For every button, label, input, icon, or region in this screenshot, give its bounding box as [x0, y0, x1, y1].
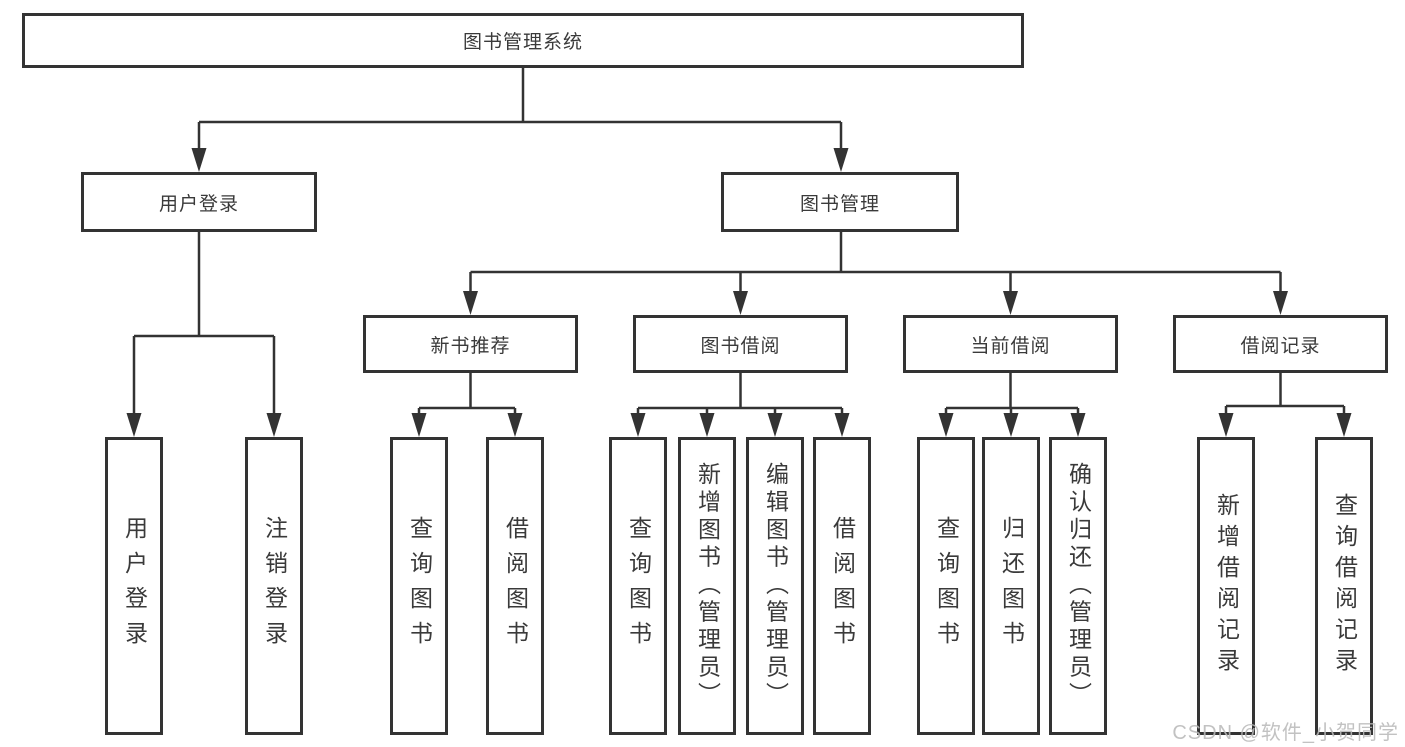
- leaf-query-books-recommend: 查询图书: [390, 437, 448, 735]
- leaf-logout: 注销登录: [245, 437, 303, 735]
- node-new-book-recommend: 新书推荐: [363, 315, 578, 373]
- node-book-borrow: 图书借阅: [633, 315, 848, 373]
- node-current-borrow: 当前借阅: [903, 315, 1118, 373]
- leaf-confirm-return-admin: 确认归还（管理员）: [1049, 437, 1107, 735]
- leaf-query-books-current: 查询图书: [917, 437, 975, 735]
- leaf-edit-book-admin: 编辑图书（管理员）: [746, 437, 804, 735]
- leaf-user-login: 用户登录: [105, 437, 163, 735]
- node-borrow-records: 借阅记录: [1173, 315, 1388, 373]
- csdn-watermark: CSDN @软件_小贺同学: [1172, 722, 1399, 744]
- leaf-query-borrow-record: 查询借阅记录: [1315, 437, 1373, 735]
- leaf-add-borrow-record: 新增借阅记录: [1197, 437, 1255, 735]
- leaf-add-book-admin: 新增图书（管理员）: [678, 437, 736, 735]
- node-library-management-system: 图书管理系统: [22, 13, 1024, 68]
- node-user-login: 用户登录: [81, 172, 317, 232]
- node-book-management: 图书管理: [721, 172, 959, 232]
- arrowheads: [126, 148, 1352, 437]
- connector-paths: [132, 68, 1346, 414]
- leaf-borrow-books-recommend: 借阅图书: [486, 437, 544, 735]
- leaf-return-book: 归还图书: [982, 437, 1040, 735]
- leaf-query-books-borrow: 查询图书: [609, 437, 667, 735]
- leaf-borrow-book: 借阅图书: [813, 437, 871, 735]
